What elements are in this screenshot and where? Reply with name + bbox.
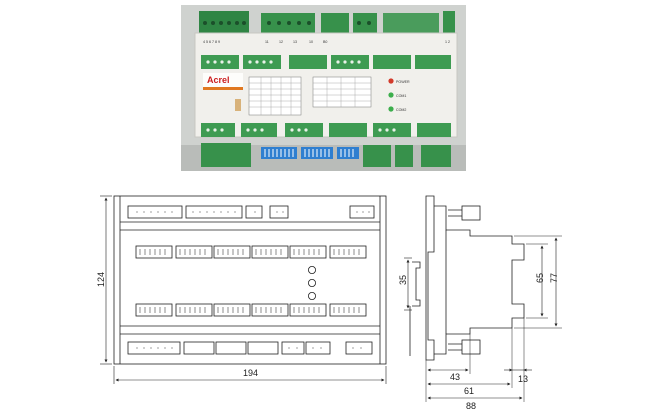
front-led	[307, 278, 316, 287]
side-terminal	[461, 339, 481, 355]
device-photo: 4 5 6 7 8 9 11 12 13 10 B0 1 2 Acrel POW…	[181, 5, 466, 171]
terminal-block	[321, 13, 349, 33]
front-upper-connector	[175, 245, 213, 259]
front-lower-connector	[213, 303, 251, 317]
front-top-terminal	[245, 205, 263, 219]
dimension-61-label: 61	[464, 386, 474, 396]
small-switch	[235, 99, 241, 111]
led-com2-label: COM2	[396, 108, 406, 112]
dimension-194	[113, 366, 387, 384]
din-rail-profile	[412, 261, 421, 307]
front-dip-switch	[247, 341, 279, 355]
side-housing	[434, 205, 525, 355]
front-upper-connector	[251, 245, 289, 259]
front-led	[307, 291, 316, 300]
terminal-number-12: 12	[279, 40, 283, 44]
led-power-label: POWER	[396, 80, 410, 84]
front-bottom-terminal	[127, 341, 181, 355]
front-top-terminal	[127, 205, 183, 219]
din-clip	[425, 195, 435, 361]
terminal-block	[199, 11, 249, 33]
terminal-number-b0: B0	[323, 40, 327, 44]
led-com1-label: COM1	[396, 94, 406, 98]
front-upper-connector	[213, 245, 251, 259]
wiring-table-left	[248, 76, 302, 116]
front-upper-connector	[135, 245, 173, 259]
wiring-table-right	[312, 76, 372, 108]
terminal-block	[353, 13, 377, 33]
front-dip-switch	[183, 341, 215, 355]
brand-stripe	[203, 87, 243, 90]
top-terminal-blocks	[199, 11, 455, 33]
front-top-terminal	[349, 205, 375, 219]
front-bottom-terminal	[281, 341, 305, 355]
bottom-terminal-block	[421, 145, 451, 167]
front-dip-switch	[215, 341, 247, 355]
terminal-block	[443, 11, 455, 33]
dimension-88-label: 88	[466, 401, 476, 411]
brand-name: Acrel	[207, 75, 230, 85]
dimension-194-label: 194	[243, 368, 258, 378]
front-view	[113, 195, 387, 365]
front-upper-connector	[289, 245, 327, 259]
front-lower-connector	[135, 303, 173, 317]
front-lower-connector	[329, 303, 367, 317]
front-bottom-terminal	[345, 341, 373, 355]
front-bottom-terminal	[305, 341, 331, 355]
dimension-77-label: 77	[549, 273, 559, 283]
bottom-terminal-block	[363, 145, 391, 167]
side-terminal	[461, 205, 481, 221]
front-pin-ticks	[136, 211, 370, 349]
dip-switches	[261, 147, 359, 159]
front-lower-connector	[251, 303, 289, 317]
dimension-35	[404, 257, 412, 311]
led-power	[388, 78, 394, 84]
bottom-terminal-block	[201, 143, 251, 167]
terminal-numbers-right: 1 2	[445, 40, 450, 44]
front-lower-connector	[175, 303, 213, 317]
front-upper-connector	[329, 245, 367, 259]
front-view-outline	[113, 195, 387, 365]
front-top-terminal	[185, 205, 243, 219]
side-view	[409, 195, 525, 361]
dimension-65	[526, 243, 548, 319]
dimension-43-label: 43	[450, 372, 460, 382]
side-extension-lines	[425, 318, 525, 402]
terminal-number-10: 10	[309, 40, 313, 44]
lower-connectors	[201, 123, 451, 137]
dimension-13-label: 13	[518, 374, 528, 384]
terminal-numbers-group-1: 4 5 6 7 8 9	[203, 40, 220, 44]
terminal-number-13: 13	[293, 40, 297, 44]
upper-connectors	[201, 55, 451, 69]
terminal-block	[383, 13, 439, 33]
bottom-terminal-block	[395, 145, 413, 167]
led-com1	[388, 92, 394, 98]
terminal-number-11: 11	[265, 40, 269, 44]
dimension-124-label: 124	[96, 272, 106, 287]
front-top-terminal	[269, 205, 289, 219]
dimension-35-label: 35	[398, 275, 408, 285]
dimension-124	[100, 195, 112, 365]
dimension-65-label: 65	[535, 273, 545, 283]
brand-label	[203, 73, 243, 87]
front-led	[307, 265, 316, 274]
front-lower-connector	[289, 303, 327, 317]
led-com2	[388, 106, 394, 112]
dimension-77	[514, 235, 562, 329]
